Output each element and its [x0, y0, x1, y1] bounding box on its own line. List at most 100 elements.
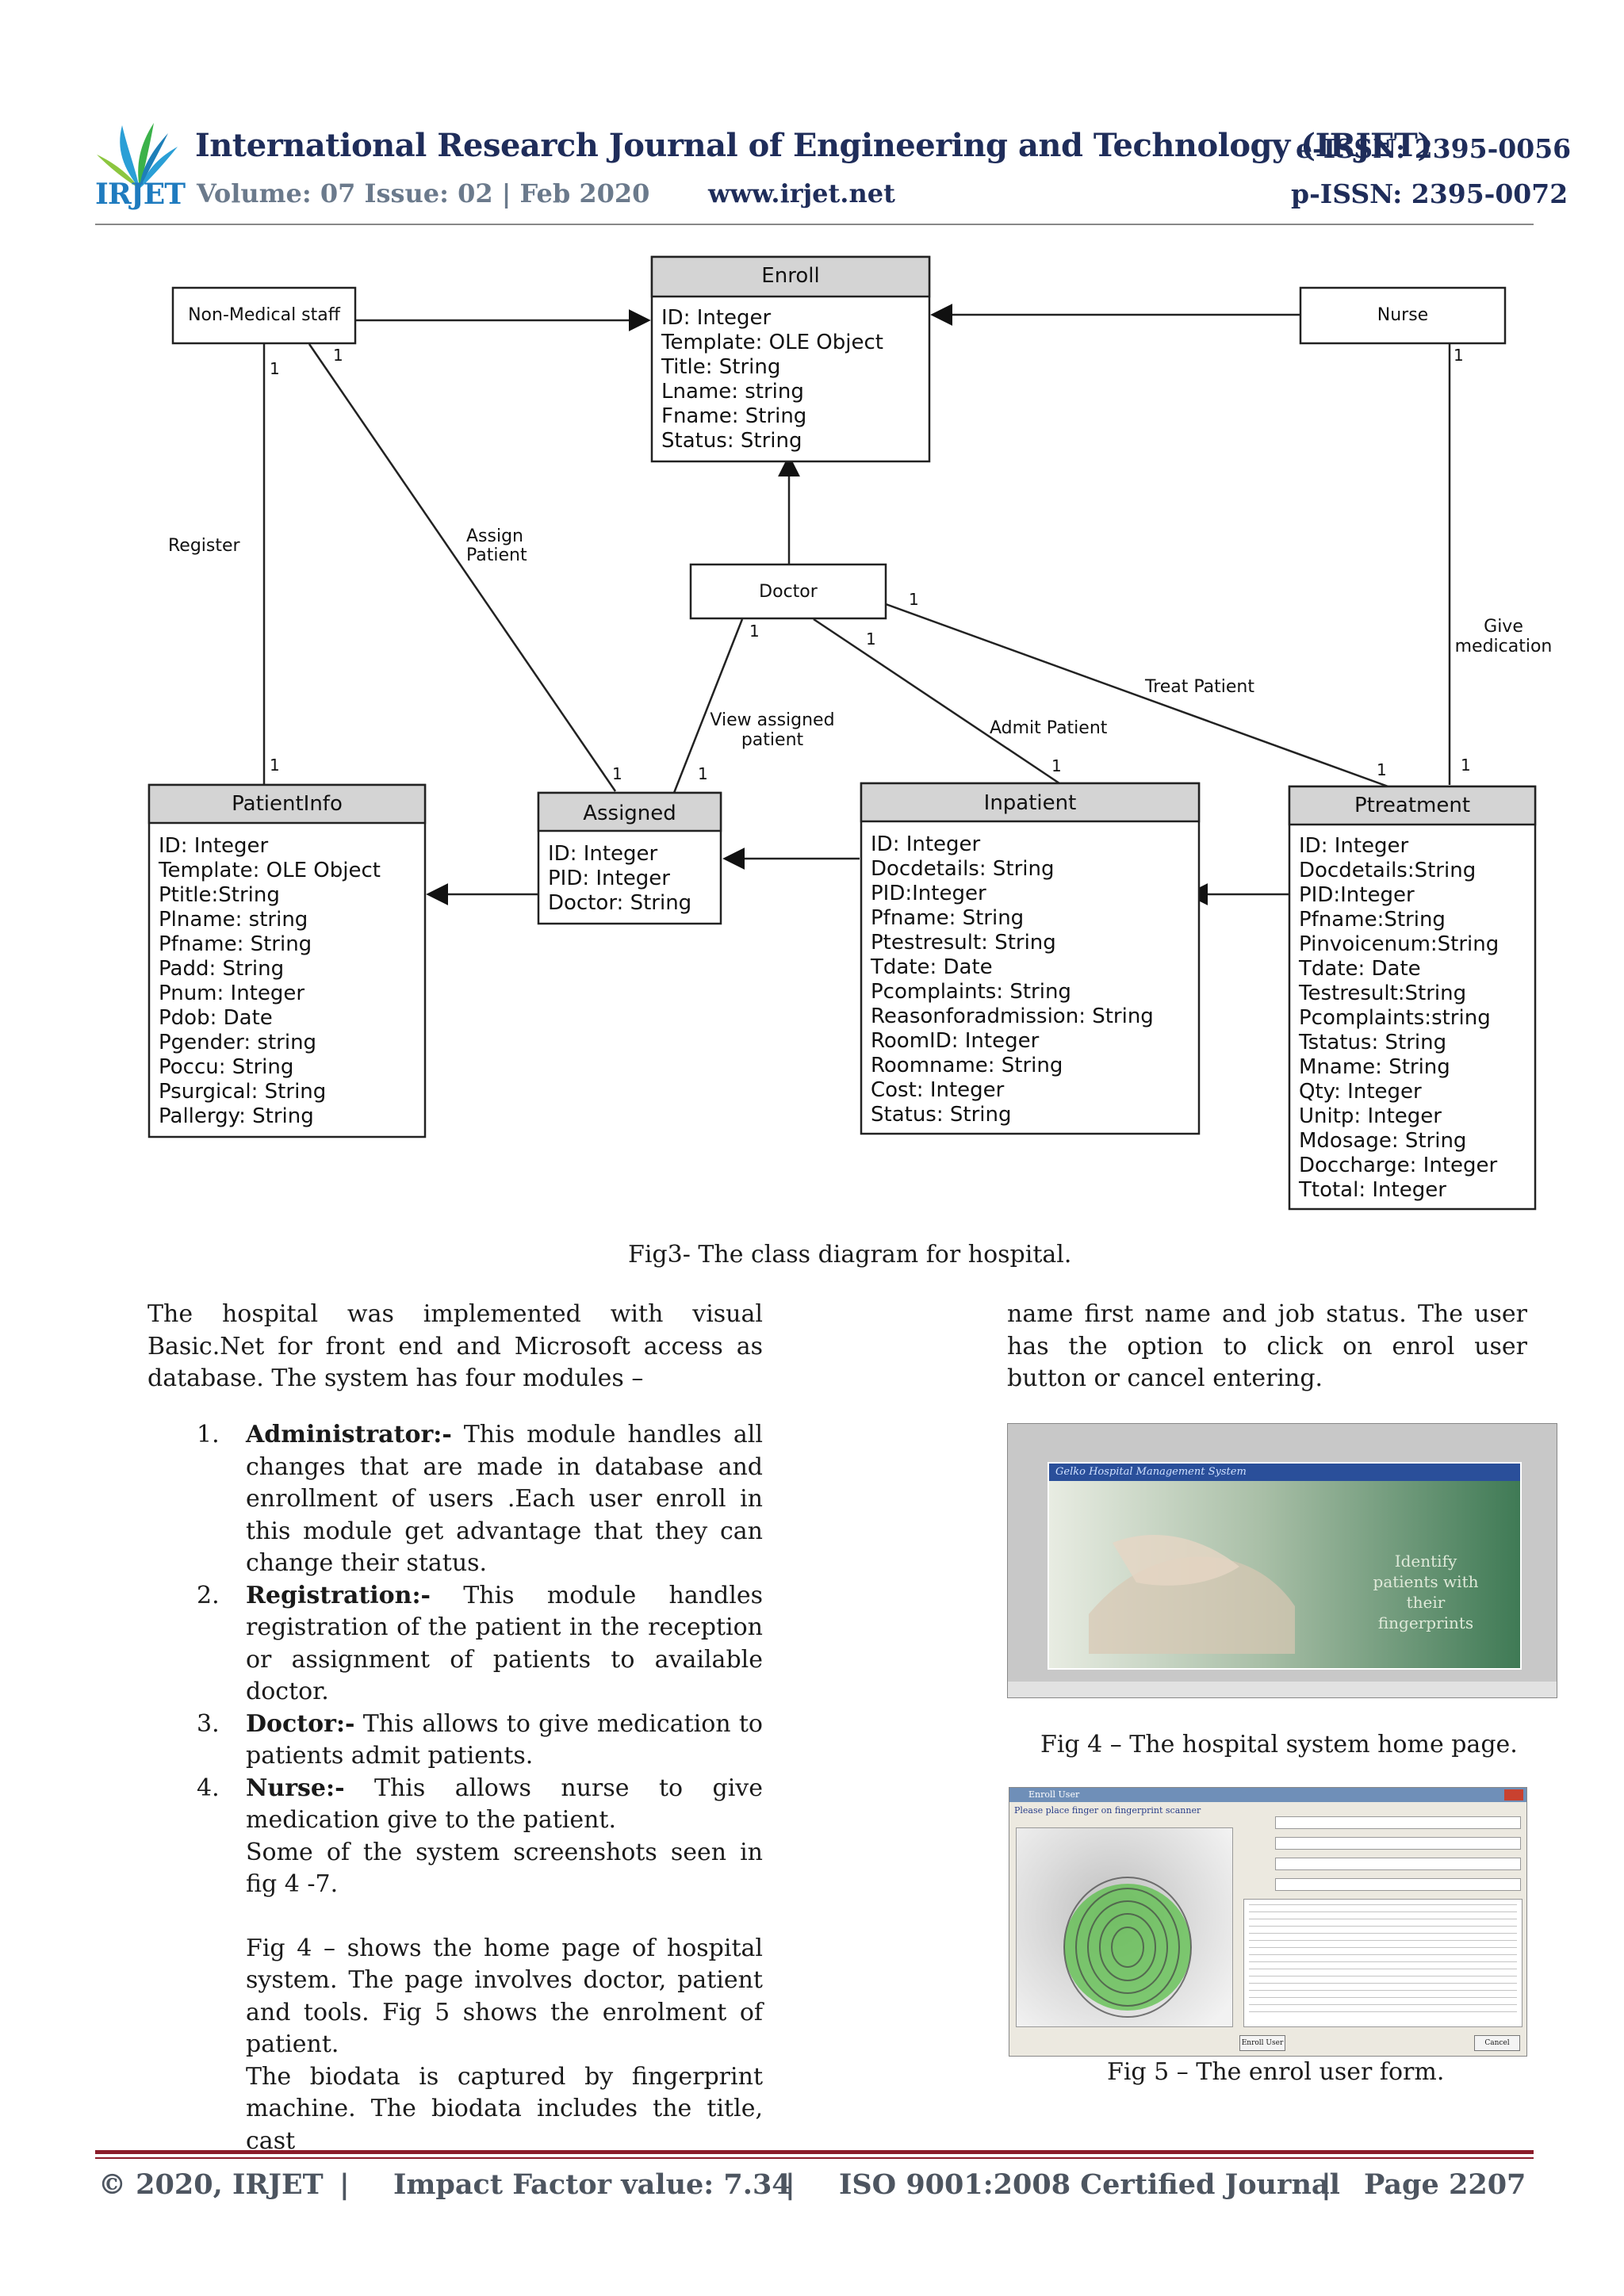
logo-text: IRJET [95, 178, 186, 211]
svg-text:1: 1 [866, 629, 876, 649]
assigned-title: Assigned [583, 802, 676, 825]
label-assign-2: Patient [466, 545, 527, 565]
class-enroll [650, 255, 931, 463]
fingerprint-icon [1063, 1877, 1192, 2018]
label-register: Register [168, 536, 241, 556]
footer-rule-thin [95, 2157, 1534, 2159]
svg-text:1: 1 [1454, 346, 1464, 365]
fig4-caption: Fig 4 – The hospital system home page. [1040, 1731, 1518, 1758]
attribute-enroll: ID: Integer [661, 306, 772, 330]
label-treat-patient: Treat Patient [1144, 677, 1254, 697]
attribute-patientinfo: ID: Integer [159, 834, 269, 858]
class-patientinfo [147, 783, 427, 1138]
attribute-inpatient: Cost: Integer [871, 1078, 1005, 1102]
attribute-ptreatment: Pcomplaints:string [1299, 1006, 1491, 1030]
attribute-patientinfo: Pnum: Integer [159, 982, 304, 1005]
first-name-field[interactable] [1275, 1858, 1521, 1870]
cancel-button[interactable]: Cancel [1474, 2035, 1520, 2051]
footer-rule [95, 2150, 1534, 2154]
attribute-ptreatment: Ttotal: Integer [1298, 1178, 1446, 1202]
attribute-ptreatment: Tdate: Date [1298, 957, 1421, 981]
footer-iso: ISO 9001:2008 Certified Journal [839, 2168, 1340, 2201]
ptreatment-title: Ptreatment [1354, 794, 1470, 817]
irjet-logo [97, 123, 178, 189]
label-view-assigned-1: View assigned [710, 710, 834, 730]
label-give-med-1: Give [1484, 617, 1523, 637]
class-non-medical-staff [171, 286, 357, 345]
intro-paragraph: The hospital was implemented with visual… [147, 1300, 763, 1392]
attribute-ptreatment: Pinvoicenum:String [1299, 932, 1499, 956]
fig5-screenshot: Enroll User Please place finger on finge… [1009, 1787, 1527, 2057]
journal-website[interactable]: www.irjet.net [708, 178, 895, 209]
e-issn: e-ISSN: 2395-0056 [1296, 133, 1572, 164]
attribute-patientinfo: Poccu: String [159, 1055, 293, 1079]
attribute-patientinfo: Psurgical: String [159, 1080, 326, 1104]
attribute-patientinfo: Plname: string [159, 908, 308, 932]
label-admit-patient: Admit Patient [990, 718, 1108, 738]
attribute-patientinfo: Padd: String [159, 957, 284, 981]
attribute-ptreatment: Mdosage: String [1299, 1129, 1466, 1153]
attribute-enroll: Title: String [661, 355, 780, 379]
home-tagline: Identify patients with their fingerprint… [1373, 1552, 1479, 1632]
enroll-user-button[interactable]: Enroll User [1239, 2035, 1285, 2051]
class-diagram: Enroll Non-Medical staff Nurse Doctor Pa… [147, 255, 1553, 1211]
p-issn: p-ISSN: 2395-0072 [1291, 178, 1568, 209]
attribute-enroll: Fname: String [661, 404, 806, 428]
attribute-ptreatment: PID:Integer [1299, 883, 1415, 907]
list-item: 4.Nurse:- This allows nurse to give medi… [197, 1774, 763, 1835]
class-nurse [1299, 286, 1507, 345]
svg-text:1: 1 [1461, 756, 1471, 775]
attribute-inpatient: Ptestresult: String [871, 931, 1056, 955]
attribute-patientinfo: Pdob: Date [159, 1006, 273, 1030]
attribute-assigned: ID: Integer [548, 842, 658, 866]
label-give-med-2: medication [1455, 637, 1553, 656]
enroll-titlebar: Enroll User [1009, 1788, 1526, 1802]
log-textarea[interactable] [1243, 1899, 1522, 2027]
non-medical-title: Non-Medical staff [188, 305, 341, 325]
last-name-field[interactable] [1275, 1837, 1521, 1850]
footer-separator: | [1321, 2168, 1331, 2201]
list-continuation: The biodata is captured by fingerprint m… [246, 2062, 763, 2155]
enroll-prompt: Please place finger on fingerprint scann… [1014, 1805, 1201, 1816]
list-item: 3.Doctor:- This allows to give medicatio… [197, 1709, 763, 1770]
doctor-title: Doctor [759, 582, 818, 602]
attribute-patientinfo: Ptitle:String [159, 883, 280, 907]
attribute-inpatient: PID:Integer [871, 882, 986, 905]
volume-issue: Volume: 07 Issue: 02 | Feb 2020 [197, 178, 650, 209]
attribute-enroll: Template: OLE Object [661, 331, 883, 354]
job-status-select[interactable] [1275, 1878, 1521, 1891]
journal-title: International Research Journal of Engine… [195, 127, 1432, 164]
attribute-inpatient: ID: Integer [871, 832, 981, 856]
svg-text:1: 1 [270, 756, 280, 775]
svg-text:1: 1 [1051, 756, 1062, 775]
patientinfo-title: PatientInfo [232, 792, 343, 816]
attribute-inpatient: Roomname: String [871, 1054, 1063, 1077]
fingerprint-panel [1016, 1827, 1233, 2027]
home-titlebar: Gelko Hospital Management System [1049, 1464, 1520, 1481]
footer-impact-factor: Impact Factor value: 7.34 [393, 2168, 791, 2201]
close-icon[interactable] [1504, 1789, 1523, 1800]
svg-text:1: 1 [749, 622, 760, 641]
list-item: 2.Registration:- This module handles reg… [197, 1581, 763, 1706]
attribute-patientinfo: Template: OLE Object [158, 859, 381, 882]
svg-text:1: 1 [612, 764, 622, 783]
attribute-inpatient: Tdate: Date [870, 955, 993, 979]
attribute-inpatient: Pfname: String [871, 906, 1024, 930]
list-continuation: Fig 4 – shows the home page of hospital … [246, 1934, 763, 2059]
class-ptreatment [1288, 785, 1537, 1211]
attribute-assigned: Doctor: String [548, 891, 691, 915]
class-doctor [689, 563, 887, 620]
header-rule [95, 224, 1534, 225]
svg-text:1: 1 [698, 764, 708, 783]
fig5-caption: Fig 5 – The enrol user form. [1107, 2058, 1445, 2086]
attribute-ptreatment: Doccharge: Integer [1299, 1154, 1498, 1177]
attribute-inpatient: RoomID: Integer [871, 1029, 1040, 1053]
footer-page-number: Page 2207 [1364, 2168, 1526, 2201]
attribute-patientinfo: Pallergy: String [159, 1104, 314, 1128]
footer-separator: | [785, 2168, 795, 2201]
hands-image [1089, 1535, 1295, 1654]
label-view-assigned-2: patient [741, 730, 804, 750]
title-field[interactable] [1275, 1816, 1521, 1829]
modules-list: 1.Administrator:- This module handles al… [190, 1419, 763, 2157]
enroll-title: Enroll [761, 264, 819, 288]
